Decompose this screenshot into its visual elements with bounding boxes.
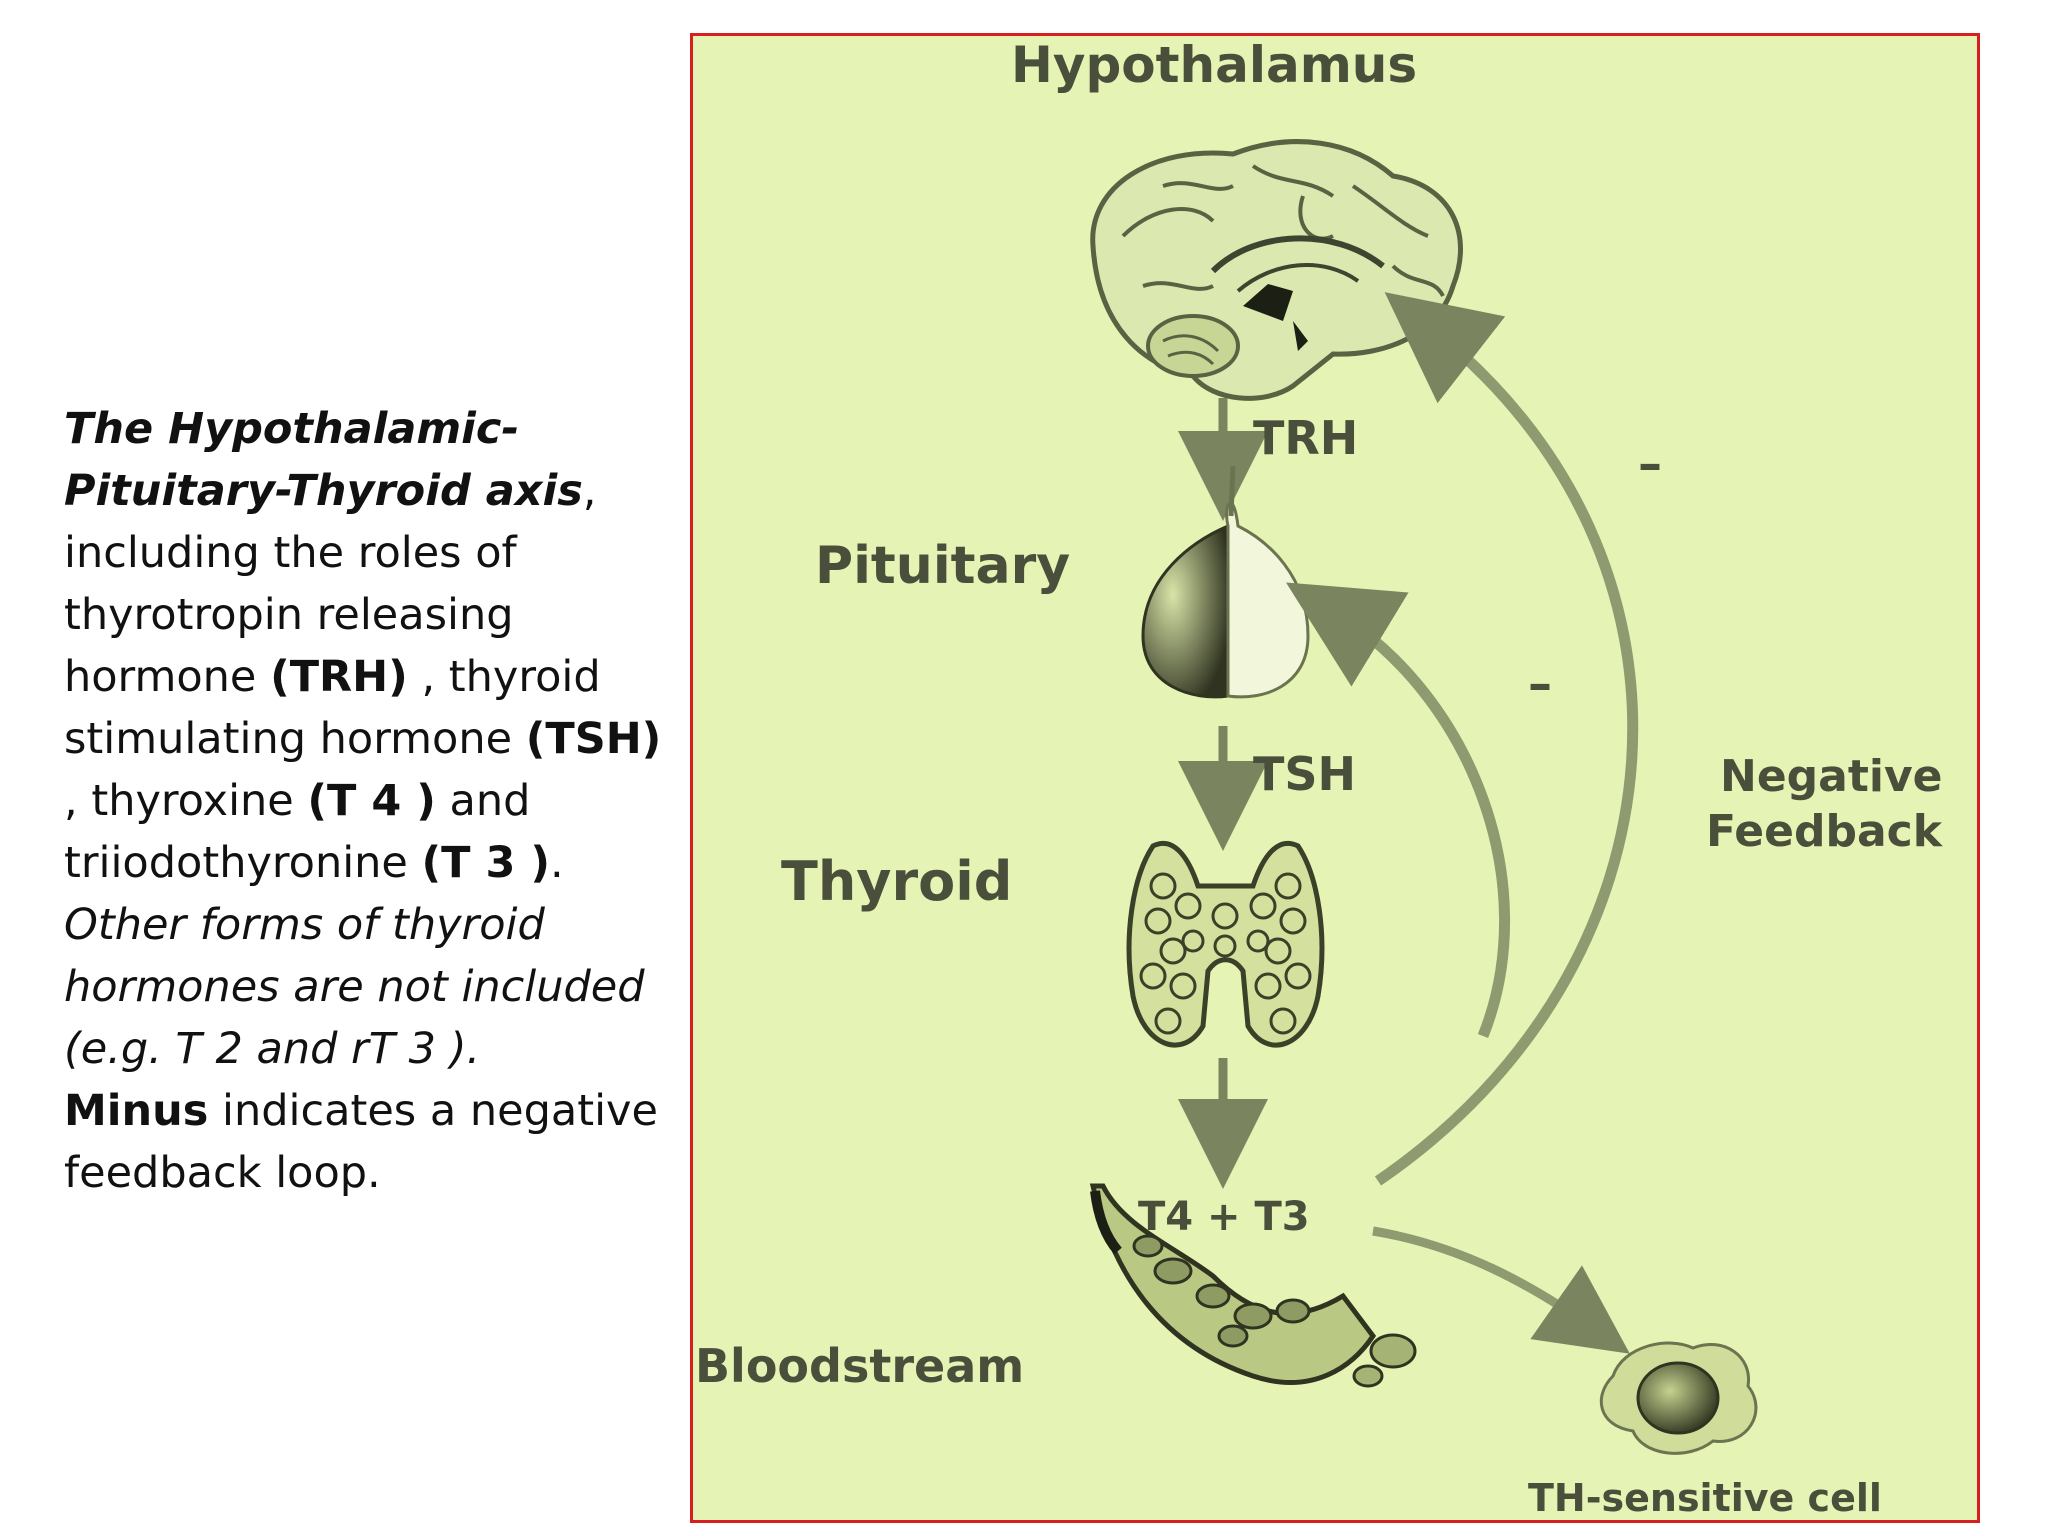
blood-vessel-icon [1089,1183,1417,1388]
negative-feedback-label-line2: Feedback [1706,806,1942,857]
diagram-artwork [1089,139,1758,1455]
brain-icon [1090,139,1463,401]
caption-line-9: Other forms of thyroid [64,900,545,950]
trh-label: TRH [1253,411,1359,465]
minus-sign-outer: – [1638,436,1662,492]
th-sensitive-cell-icon [1599,1341,1758,1455]
caption-line-11: (e.g. T 2 and rT 3 ). [64,1024,481,1074]
thyroid-label: Thyroid [781,850,1013,913]
hypothalamus-feedback-arrow [1374,292,1639,1186]
negative-feedback-label-line1: Negative [1720,751,1943,802]
pituitary-icon [1141,465,1310,699]
pituitary-label: Pituitary [815,536,1071,596]
minus-sign-inner: – [1528,656,1552,712]
caption-line-4: thyrotropin releasing [64,590,514,640]
pituitary-feedback-arrow [1286,582,1510,1039]
hypothalamus-label: Hypothalamus [1011,36,1418,94]
cell-target-arrow [1372,1226,1630,1354]
caption-line-8: triiodothyronine (T 3 ). [64,838,564,888]
caption-line-6: stimulating hormone (TSH) [64,714,662,764]
th-sensitive-cell-label: TH-sensitive cell [1528,1476,1882,1520]
thyroid-gland-icon [1126,841,1325,1048]
hpt-axis-diagram: Hypothalamus TRH Pituitary TSH Thyroid T… [690,33,1980,1523]
caption-line-10: hormones are not included [64,962,645,1012]
caption-line-7: , thyroxine (T 4 ) and [64,776,531,826]
caption-line-12: Minus indicates a negative [64,1086,658,1136]
t4-t3-label: T4 + T3 [1138,1194,1310,1240]
caption-line-2: Pituitary-Thyroid axis, [64,466,597,516]
caption-line-5: hormone (TRH) , thyroid [64,652,601,702]
caption-line-1: The Hypothalamic- [64,404,520,454]
bloodstream-label: Bloodstream [695,1339,1025,1393]
tsh-label: TSH [1253,747,1357,801]
caption-line-13: feedback loop. [64,1148,381,1198]
caption-line-3: including the roles of [64,528,517,578]
caption-text: The Hypothalamic- Pituitary-Thyroid axis… [64,398,664,1204]
